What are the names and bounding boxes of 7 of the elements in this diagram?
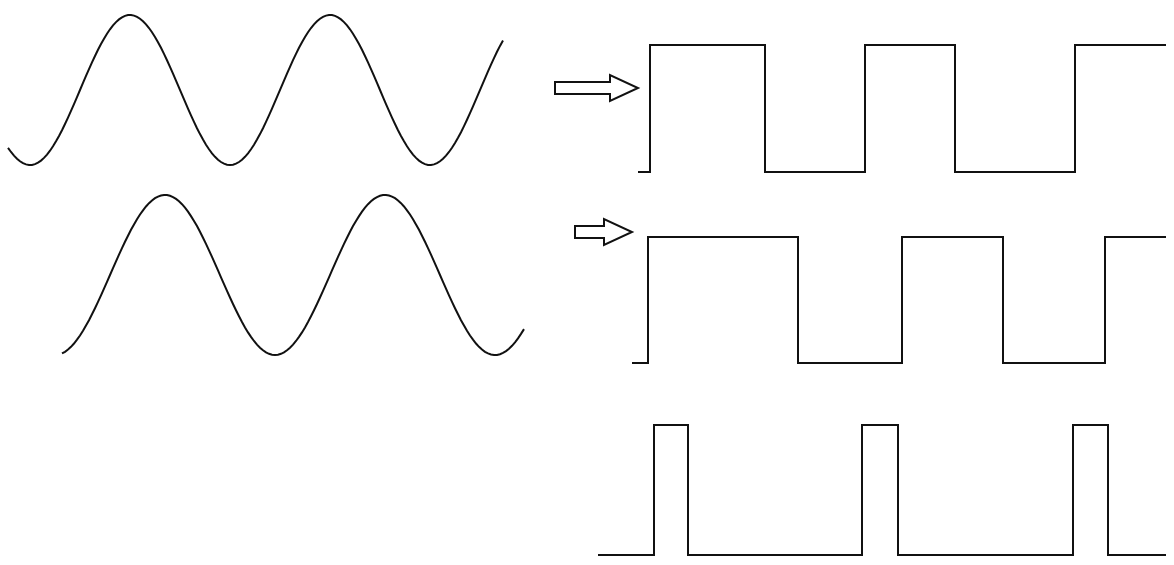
square-wave bbox=[637, 44, 1167, 173]
block-arrow bbox=[574, 217, 635, 247]
sine-wave bbox=[7, 14, 504, 166]
block-arrow bbox=[554, 73, 641, 103]
pulse-wave bbox=[597, 424, 1167, 556]
square-wave bbox=[631, 236, 1167, 364]
sine-wave bbox=[61, 194, 525, 356]
